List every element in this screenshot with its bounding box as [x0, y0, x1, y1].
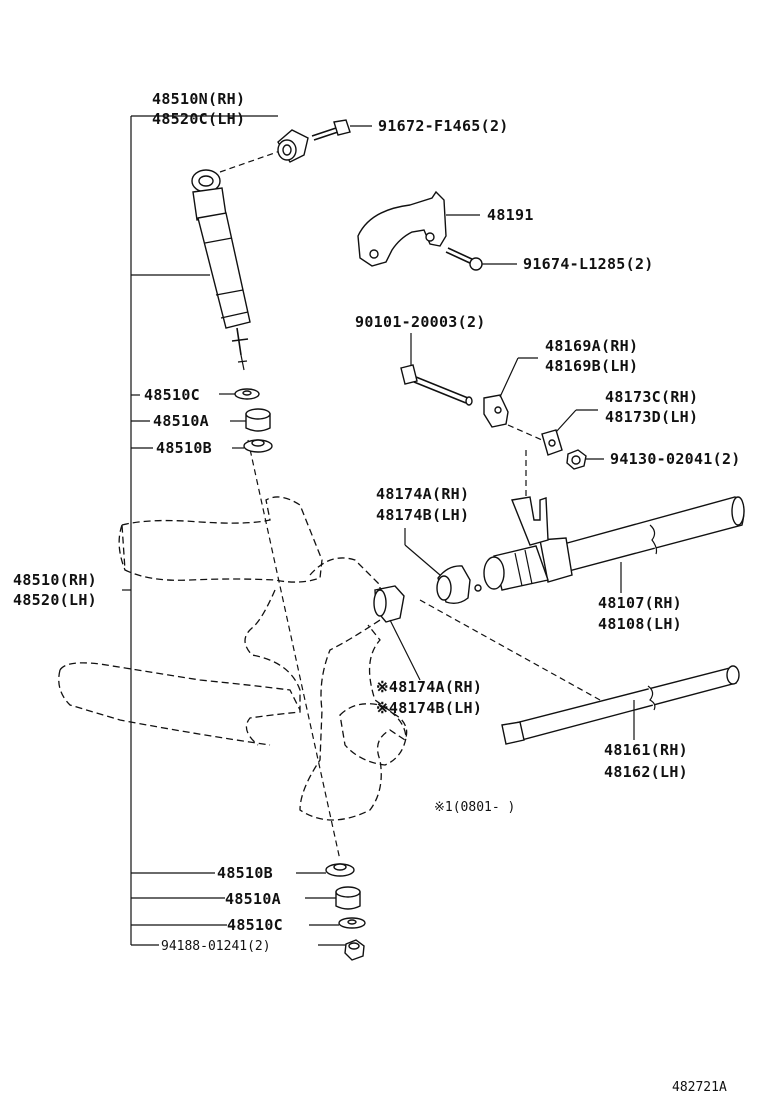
bolt-91674 [445, 247, 517, 271]
label-48174A-1: 48174A(RH) [376, 485, 469, 503]
label-90101: 90101-20003(2) [355, 313, 486, 331]
label-48174A-2: ※48174A(RH) [376, 678, 482, 696]
label-48510B-bot: 48510B [217, 864, 273, 882]
bracket-48169 [483, 357, 538, 428]
nut-94130 [566, 449, 604, 470]
washer-48510C-bot [309, 917, 366, 929]
label-48510A-bot: 48510A [225, 890, 281, 908]
upper-bushing [277, 129, 309, 163]
shaft-48161 [501, 665, 740, 745]
label-48161: 48161(RH) [604, 741, 688, 759]
label-48191: 48191 [487, 206, 534, 224]
nut-94188 [318, 939, 365, 961]
note-text: ※1(0801- ) [434, 800, 515, 815]
label-91674: 91674-L1285(2) [523, 255, 654, 273]
label-48510A-top: 48510A [153, 412, 209, 430]
bolt-91672 [311, 119, 372, 141]
washer-48510B-top [232, 439, 273, 453]
label-48108: 48108(LH) [598, 615, 682, 633]
knuckle-assembly [58, 439, 421, 861]
bolt-90101 [400, 333, 473, 406]
washer-48510B-bot [296, 863, 355, 877]
tube-48107 [483, 496, 745, 593]
label-48510N: 48510N(RH) [152, 90, 245, 108]
label-48162: 48162(LH) [604, 763, 688, 781]
bushing-48510A-bot [305, 886, 361, 910]
label-48173C: 48173C(RH) [605, 388, 698, 406]
shaft-centerline [419, 599, 601, 701]
label-48520C: 48520C(LH) [152, 110, 245, 128]
shock-absorber [191, 149, 284, 371]
label-48169A: 48169A(RH) [545, 337, 638, 355]
assembly-bracket [122, 115, 278, 946]
washer-48510C-top [219, 388, 260, 400]
label-48510B-top: 48510B [156, 439, 212, 457]
label-48169B: 48169B(LH) [545, 357, 638, 375]
label-48174B-2: ※48174B(LH) [376, 699, 482, 717]
label-94188: 94188-01241(2) [161, 939, 271, 954]
label-48107: 48107(RH) [598, 594, 682, 612]
bushing-48510A-top [230, 408, 271, 432]
label-48174B-1: 48174B(LH) [376, 506, 469, 524]
label-48510C-bot: 48510C [227, 916, 283, 934]
label-94130: 94130-02041(2) [610, 450, 741, 468]
label-91672: 91672-F1465(2) [378, 117, 509, 135]
label-48510C-top: 48510C [144, 386, 200, 404]
label-48520: 48520(LH) [13, 591, 97, 609]
figure-code: 482721A [672, 1080, 727, 1095]
label-48510: 48510(RH) [13, 571, 97, 589]
seal-48174-upper [404, 528, 482, 605]
bracket-48173 [507, 409, 598, 456]
label-48173D: 48173D(LH) [605, 408, 698, 426]
bracket-48191 [357, 190, 480, 267]
